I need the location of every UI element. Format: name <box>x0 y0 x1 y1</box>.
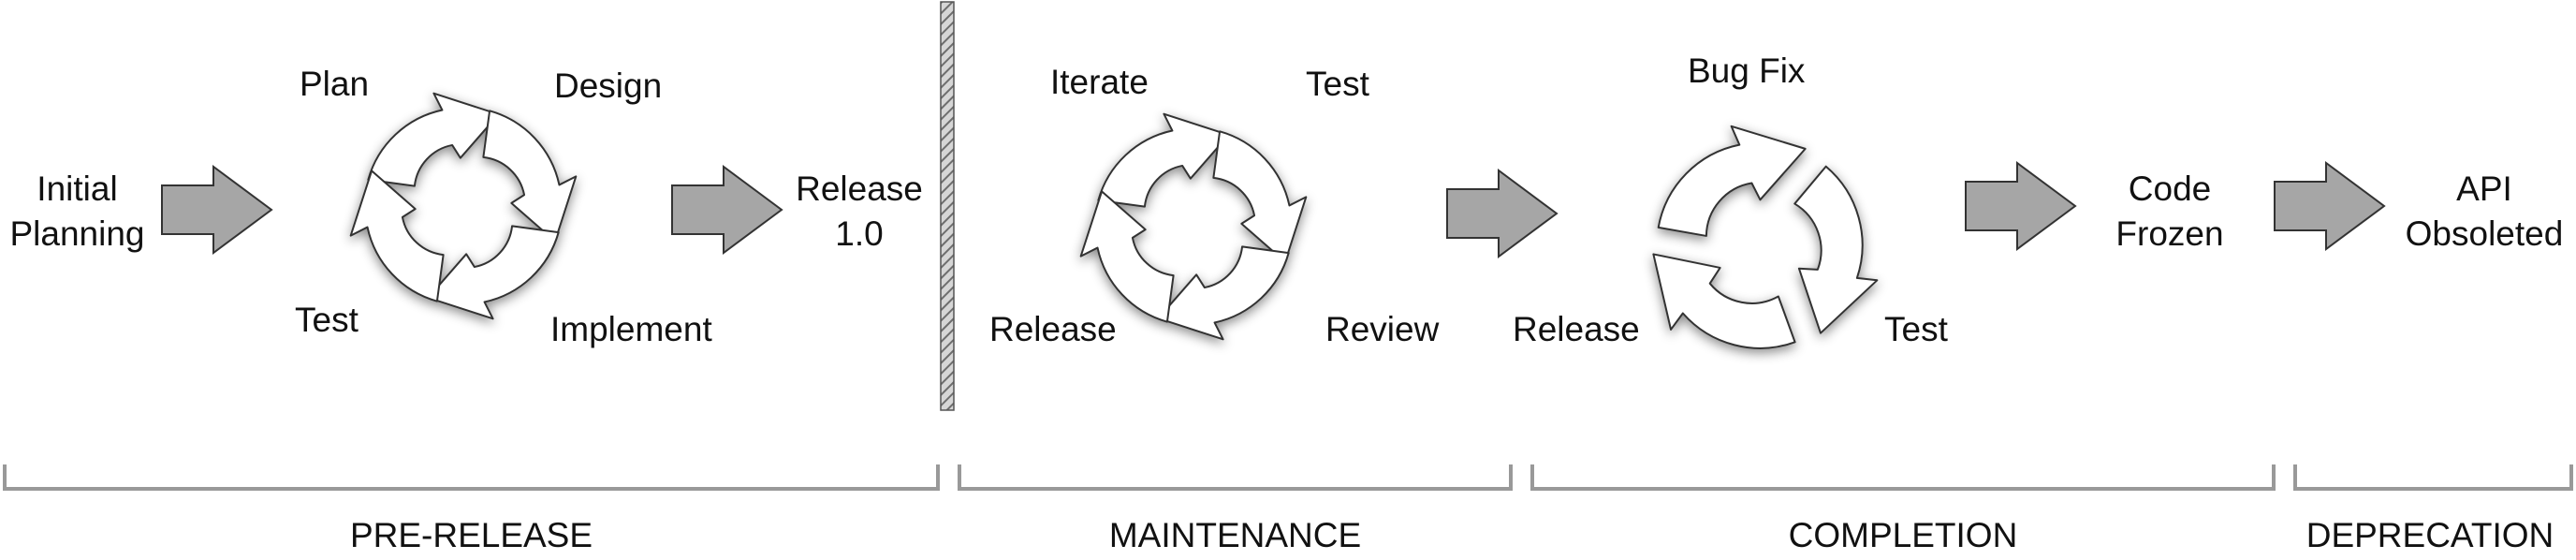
iterate-label: Iterate <box>1050 63 1149 101</box>
phase-label-completion: COMPLETION <box>1788 516 2018 554</box>
plan-label: Plan <box>300 65 370 103</box>
design-label: Design <box>554 66 663 105</box>
maintenance-test-label: Test <box>1306 65 1369 103</box>
completion-release-label: Release <box>1513 310 1640 348</box>
release-divider <box>940 1 955 411</box>
bug-fix-label: Bug Fix <box>1688 52 1806 90</box>
completion-cycle-icon <box>1652 125 1879 349</box>
bracket-pre-release <box>3 464 940 491</box>
bracket-maintenance <box>958 464 1513 491</box>
flow-arrow-4 <box>1965 161 2077 251</box>
flow-arrow-1 <box>161 165 273 255</box>
flow-arrow-2 <box>671 165 783 255</box>
phase-label-maintenance: MAINTENANCE <box>1108 516 1362 554</box>
phase-label-pre-release: PRE-RELEASE <box>349 516 593 554</box>
bracket-deprecation <box>2293 464 2573 491</box>
flow-arrow-5 <box>2274 161 2386 251</box>
maintenance-cycle-icon <box>1079 112 1308 341</box>
flow-arrow-3 <box>1446 169 1559 258</box>
pre-release-test-label: Test <box>295 301 359 339</box>
maintenance-release-label: Release <box>989 310 1117 348</box>
initial-planning-label: Initial Planning <box>9 169 145 253</box>
completion-test-label: Test <box>1884 310 1948 348</box>
release-1-0-label: Release 1.0 <box>796 169 923 253</box>
code-frozen-label: Code Frozen <box>2115 169 2224 253</box>
api-obsoleted-label: API Obsoleted <box>2405 169 2564 253</box>
bracket-completion <box>1530 464 2276 491</box>
pre-release-cycle-icon <box>349 92 578 320</box>
review-label: Review <box>1325 310 1440 348</box>
phase-label-deprecation: DEPRECATION <box>2305 516 2554 554</box>
implement-label: Implement <box>550 310 712 348</box>
